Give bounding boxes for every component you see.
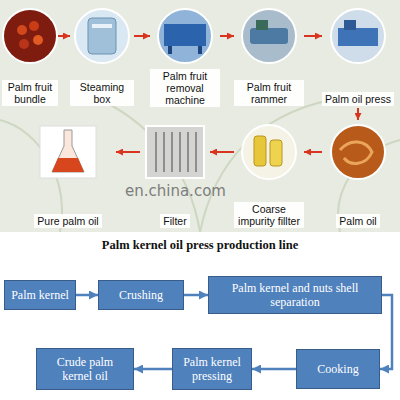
flow-arrow <box>304 35 322 37</box>
machine-leg <box>198 46 202 54</box>
oil-bottle <box>270 140 282 166</box>
fruit <box>19 39 29 49</box>
steaming-box-photo <box>75 9 129 63</box>
palm-background <box>0 0 400 232</box>
plate <box>187 132 189 172</box>
flask-photo <box>40 126 96 178</box>
watermark-text: en.china.com <box>125 182 226 200</box>
photo-step: Palm oil <box>322 120 394 230</box>
photo-frame <box>146 126 204 178</box>
fruit <box>29 21 39 31</box>
photo-step: Steaming box <box>70 4 134 108</box>
photo-circle <box>3 9 57 63</box>
step-label: Pure palm oil <box>34 214 101 228</box>
step-label: Palm fruit removal machine <box>150 69 220 107</box>
step-label: Filter <box>160 214 189 228</box>
box-label: Crushing <box>115 288 167 302</box>
photo-circle <box>242 9 296 63</box>
process-box: Palm kernel <box>4 280 76 310</box>
machine-body <box>164 24 206 46</box>
filter-press-photo <box>146 126 204 178</box>
flow-arrow <box>116 151 140 153</box>
box-label: Crude palm kernel oil <box>37 355 133 384</box>
step-label: Steaming box <box>70 80 134 106</box>
oil-bottle <box>254 136 266 166</box>
photo-frame <box>40 126 96 178</box>
box-label: Cooking <box>313 362 362 376</box>
step-label: Palm fruit rammer <box>234 80 304 106</box>
flow-arrow <box>210 151 234 153</box>
section-title: Palm kernel oil press production line <box>0 238 400 253</box>
flask <box>52 130 84 172</box>
plate <box>179 132 181 172</box>
photo-step: Palm oil press <box>322 4 394 108</box>
process-box: Cooking <box>296 349 380 389</box>
photo-circle <box>331 9 385 63</box>
flow-arrow <box>184 294 208 297</box>
process-box: Palm kernel and nuts shell separation <box>208 276 382 315</box>
flow-arrow <box>304 151 322 153</box>
oil-press-photo <box>331 9 385 63</box>
plate <box>171 132 173 172</box>
photo-circle <box>158 9 212 63</box>
flow-arrow <box>58 35 70 37</box>
press-body <box>338 28 378 46</box>
flow-arrow <box>134 35 150 37</box>
machine-leg <box>168 46 172 54</box>
photo-circle <box>242 125 296 179</box>
coarse-filter-photo <box>242 125 296 179</box>
photo-circle <box>331 125 385 179</box>
flow-arrow <box>252 368 296 371</box>
filter-plates <box>156 132 196 172</box>
oil-in-flask <box>52 158 84 172</box>
fruit-bundle-photo <box>3 9 57 63</box>
fruit <box>33 35 43 45</box>
step-label: Palm oil press <box>322 92 394 106</box>
photo-step: Filter <box>140 120 210 230</box>
box-label: Palm kernel pressing <box>173 355 251 384</box>
flow-arrow <box>220 35 234 37</box>
motor <box>256 20 268 30</box>
plate <box>155 132 157 172</box>
flow-arrow <box>76 294 98 297</box>
palm-oil-photo <box>331 125 385 179</box>
plate <box>195 132 197 172</box>
process-box: Crushing <box>98 280 184 310</box>
step-label: Coarse impurity fillter <box>234 202 304 228</box>
flow-arrow <box>134 368 172 371</box>
step-label: Palm oil <box>336 214 379 228</box>
oil-swirl <box>340 142 372 163</box>
photo-step: Pure palm oil <box>20 120 116 230</box>
rammer-photo <box>242 9 296 63</box>
photo-circle <box>75 9 129 63</box>
step-label: Palm fruit bundle <box>2 80 58 106</box>
tank-band <box>92 24 112 28</box>
frond <box>200 100 330 232</box>
box-label: Palm kernel and nuts shell separation <box>209 281 381 310</box>
hopper <box>344 20 356 30</box>
palm-fronds <box>0 95 400 232</box>
flow-arrow <box>357 108 359 120</box>
fruit <box>17 25 27 35</box>
photo-step: Palm fruit removal machine <box>150 4 220 109</box>
process-box: Crude palm kernel oil <box>36 348 134 390</box>
plate <box>163 132 165 172</box>
machine-body <box>250 28 288 44</box>
photo-step: Coarse impurity fillter <box>234 120 304 230</box>
removal-machine-photo <box>158 9 212 63</box>
steam-tank <box>88 18 116 54</box>
photo-step: Palm fruit rammer <box>234 4 304 108</box>
photo-step: Palm fruit bundle <box>2 4 58 108</box>
process-box: Palm kernel pressing <box>172 348 252 390</box>
box-label: Palm kernel <box>7 288 73 302</box>
